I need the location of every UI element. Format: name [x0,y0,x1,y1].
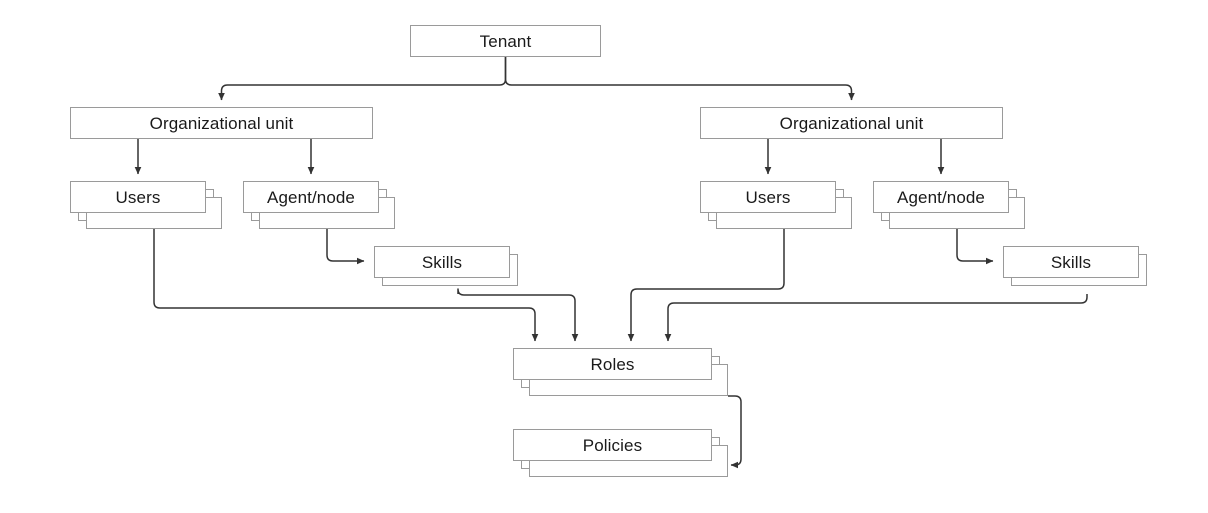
node-skills-right-card[interactable]: Skills [1003,246,1139,278]
node-ou-right-card[interactable]: Organizational unit [700,107,1003,139]
node-users-right[interactable]: Users [700,181,852,229]
node-users-right-label: Users [745,187,791,207]
node-users-left[interactable]: Users [70,181,222,229]
edge-users-left-to-roles [153,229,539,342]
edge-agent-right-to-skills-right [956,229,994,265]
node-users-left-label: Users [115,187,161,207]
node-skills-right[interactable]: Skills [1003,246,1147,286]
node-skills-left[interactable]: Skills [374,246,518,286]
node-agent-left-label: Agent/node [267,187,355,207]
node-users-left-card[interactable]: Users [70,181,206,213]
node-ou-left-card[interactable]: Organizational unit [70,107,373,139]
node-roles[interactable]: Roles [513,348,728,396]
node-roles-label: Roles [590,354,635,374]
node-ou-right[interactable]: Organizational unit [700,107,1003,139]
node-policies-card[interactable]: Policies [513,429,712,461]
node-agent-left-card[interactable]: Agent/node [243,181,379,213]
edge-tenant-to-ou-right [504,57,855,101]
node-skills-left-card[interactable]: Skills [374,246,510,278]
node-users-right-card[interactable]: Users [700,181,836,213]
edge-skills-right-to-roles [664,294,1088,342]
node-skills-left-label: Skills [421,252,463,272]
node-ou-left[interactable]: Organizational unit [70,107,373,139]
edge-agent-left-to-skills-left [326,229,365,265]
edge-skills-left-to-roles [457,288,579,342]
node-policies-label: Policies [582,435,643,455]
node-agent-right[interactable]: Agent/node [873,181,1025,229]
edge-tenant-to-ou-left [218,57,507,101]
node-tenant-label: Tenant [479,31,532,51]
node-skills-right-label: Skills [1050,252,1092,272]
node-roles-card[interactable]: Roles [513,348,712,380]
node-agent-right-label: Agent/node [897,187,985,207]
node-tenant-card[interactable]: Tenant [410,25,601,57]
node-agent-right-card[interactable]: Agent/node [873,181,1009,213]
edge-roles-to-policies [728,395,742,469]
node-ou-left-label: Organizational unit [149,113,294,133]
node-policies[interactable]: Policies [513,429,728,477]
node-agent-left[interactable]: Agent/node [243,181,395,229]
edge-users-right-to-roles [627,229,785,342]
node-ou-right-label: Organizational unit [779,113,924,133]
node-tenant[interactable]: Tenant [410,25,601,57]
